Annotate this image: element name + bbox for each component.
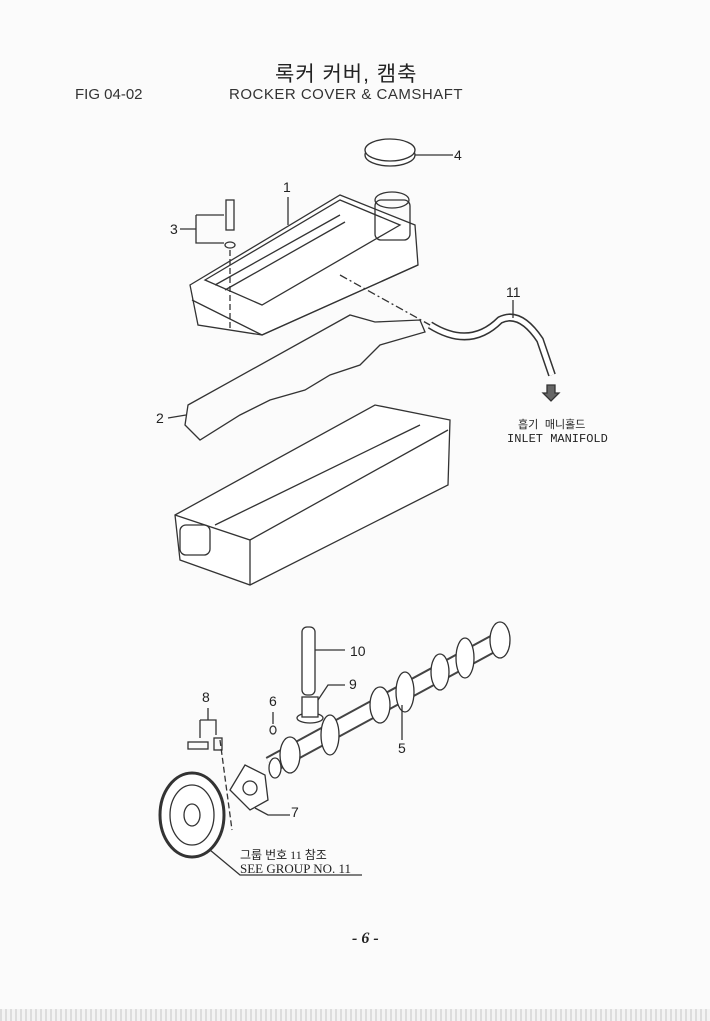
inlet-manifold-en: INLET MANIFOLD — [507, 432, 608, 446]
bolt-washer — [180, 199, 236, 330]
callout-5: 5 — [398, 740, 406, 756]
cylinder-head — [174, 404, 451, 586]
callout-4: 4 — [454, 147, 462, 163]
callout-1: 1 — [283, 179, 291, 195]
callout-7: 7 — [291, 804, 299, 820]
scan-edge — [0, 1009, 710, 1021]
title-english: ROCKER COVER & CAMSHAFT — [229, 86, 464, 103]
callout-3: 3 — [170, 221, 178, 237]
arrow-down-icon — [541, 384, 561, 402]
rocker-cover-gasket — [184, 314, 426, 441]
thrust-plate — [229, 764, 290, 816]
page-number: - 6 - — [352, 930, 379, 947]
figure-number: FIG 04-02 — [75, 86, 143, 103]
see-group-en: SEE GROUP NO. 11 — [240, 861, 351, 876]
oil-filler-cap — [364, 138, 453, 167]
inlet-manifold-ko: 흡기 매니홀드 — [518, 420, 586, 432]
see-group-ko: 그룹 번호 11 참조 — [240, 848, 327, 862]
callout-9: 9 — [349, 676, 357, 692]
rocker-cover — [189, 191, 419, 336]
callout-8: 8 — [202, 689, 210, 705]
callout-11: 11 — [506, 284, 521, 300]
bolt-washer-cam — [187, 708, 223, 751]
title-korean: 록커 커버, 캠축 — [275, 63, 418, 86]
callout-6: 6 — [269, 693, 277, 709]
key — [269, 725, 277, 735]
tappet-pushrod — [296, 626, 345, 724]
callout-2: 2 — [156, 410, 164, 426]
camshaft — [265, 621, 511, 779]
callout-10: 10 — [350, 643, 366, 659]
camshaft-gear — [158, 739, 362, 876]
